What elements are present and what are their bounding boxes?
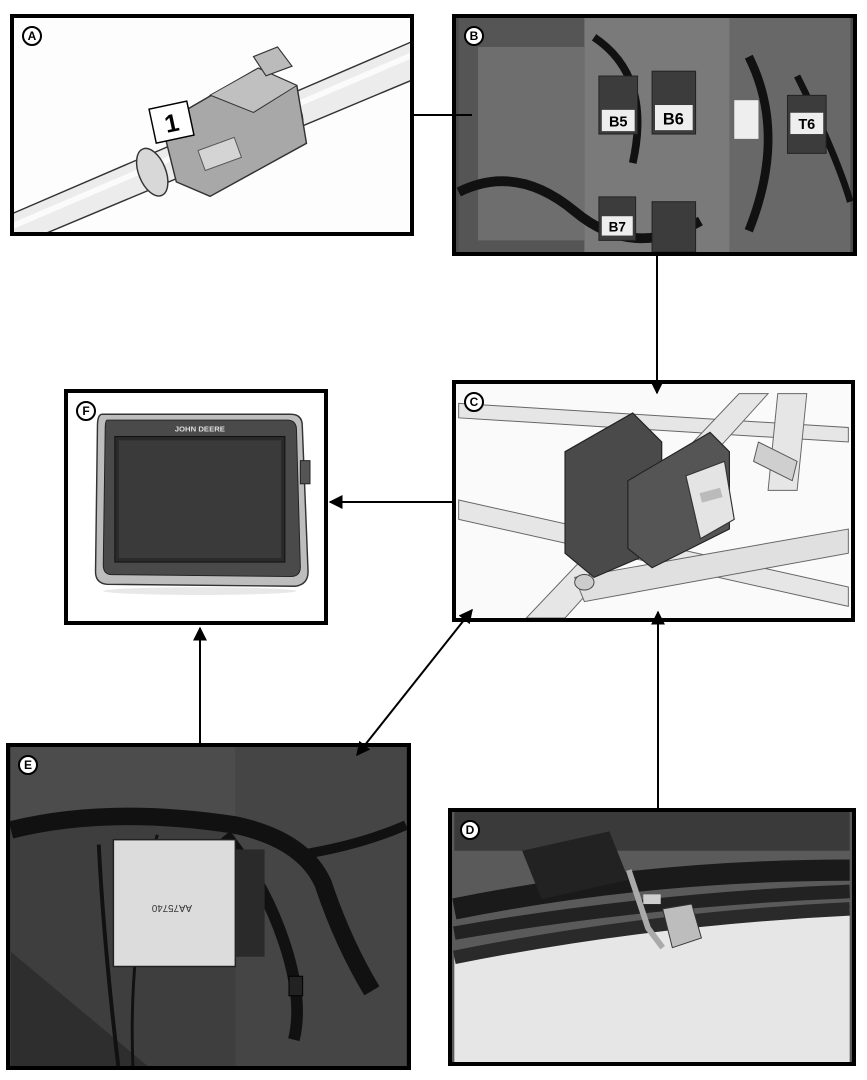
panel-e-controller-mount: E AA75740 (6, 743, 411, 1070)
module-label-t6: T6 (798, 117, 815, 133)
callout-b: B (464, 26, 484, 46)
harness-modules-photo: B5 B6 B7 T6 (456, 18, 853, 252)
panel-a-sensor-on-tube: A 1 (10, 14, 414, 236)
callout-f: F (76, 401, 96, 421)
panel-d-harness-clip: D (448, 808, 856, 1066)
sensor-on-tube-illustration: 1 (14, 41, 410, 232)
controller-mount-photo: AA75740 (10, 747, 407, 1066)
module-label-b7: B7 (609, 220, 626, 235)
module-label-b6: B6 (663, 110, 684, 128)
panel-f-display: F JOHN DEERE (64, 389, 328, 625)
sensor-label: 1 (162, 109, 182, 139)
panel-b-harness-modules: B B5 B6 B7 T6 (452, 14, 857, 256)
callout-e: E (18, 755, 38, 775)
module-label-b5: B5 (609, 114, 628, 130)
callout-c: C (464, 392, 484, 412)
callout-a: A (22, 26, 42, 46)
panel-c-bracket-on-frame: C (452, 380, 855, 622)
bracket-on-frame-illustration (458, 384, 849, 618)
display-brand-text: JOHN DEERE (175, 425, 225, 434)
harness-clip-photo (452, 812, 851, 1062)
callout-d: D (460, 820, 480, 840)
controller-label: AA75740 (151, 902, 192, 913)
arrow-e-to-c (356, 608, 473, 757)
display-illustration: JOHN DEERE (68, 393, 324, 621)
